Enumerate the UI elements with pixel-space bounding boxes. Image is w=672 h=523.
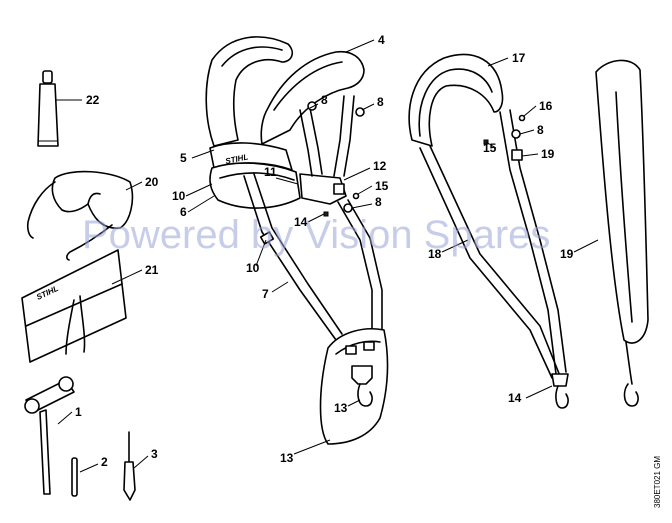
callout-2: 2: [101, 455, 108, 469]
callout-9: 10: [246, 261, 260, 275]
callout-4: 4: [378, 33, 385, 47]
callout-22: 22: [86, 93, 100, 107]
callout-14-b: 15: [483, 141, 497, 155]
callout-8-d: 8: [537, 123, 544, 137]
leader-lines: [56, 39, 599, 473]
callout-15-a: 15: [375, 179, 389, 193]
watermark-text: Powered by Vision Spares: [82, 213, 550, 257]
buckle-11: [333, 183, 345, 195]
callout-6: 6: [180, 205, 187, 219]
harness-shoulder-padding: STIHL: [205, 36, 365, 209]
carabiner-hook: [351, 365, 373, 407]
callout-16: 17: [512, 51, 526, 65]
callout-10-left: 10: [172, 189, 186, 203]
grease-tube: [37, 70, 59, 147]
strap-cover: [595, 59, 649, 407]
callout-12: 13: [280, 451, 294, 465]
safety-glasses: [26, 170, 134, 261]
callout-20: 20: [145, 175, 159, 189]
callout-7: 7: [262, 287, 269, 301]
callout-14-a: 14: [294, 215, 308, 229]
hip-pad: [319, 328, 389, 445]
callout-19: 19: [560, 247, 574, 261]
callout-13-a: 13: [334, 401, 348, 415]
drawing-code: 380ET021 GM: [653, 456, 662, 508]
combination-wrench: [24, 376, 75, 495]
shoulder-strap: [408, 53, 569, 409]
washer-15a: [352, 192, 360, 200]
callout-15-b: 16: [539, 99, 553, 113]
callout-8-b: 8: [377, 95, 384, 109]
callout-3: 3: [151, 447, 158, 461]
callout-10-right: 11: [264, 165, 277, 179]
callout-8-c: 8: [375, 195, 382, 209]
screwdriver: [123, 431, 136, 501]
buckle-9: [259, 231, 275, 245]
screw-8c: [343, 203, 353, 213]
callout-17: 18: [428, 247, 442, 261]
callout-11: 12: [373, 159, 387, 173]
callout-1: 1: [75, 405, 82, 419]
pin: [71, 457, 78, 497]
callout-21: 21: [145, 263, 159, 277]
callout-18: 19: [541, 147, 555, 161]
callout-8-a: 8: [321, 93, 328, 107]
screw-8d: [511, 129, 521, 139]
callout-5: 5: [180, 151, 187, 165]
callout-labels: 22 20 21 1 2 3 4 5 6 10 11 8 8 8 12 15 1…: [75, 33, 574, 469]
harness-webbing-straps: [243, 95, 383, 341]
instruction-pouch: STIHL: [21, 249, 127, 363]
callout-13-b: 14: [508, 391, 522, 405]
washer-15b: [518, 114, 526, 122]
slider-18: [511, 149, 523, 161]
